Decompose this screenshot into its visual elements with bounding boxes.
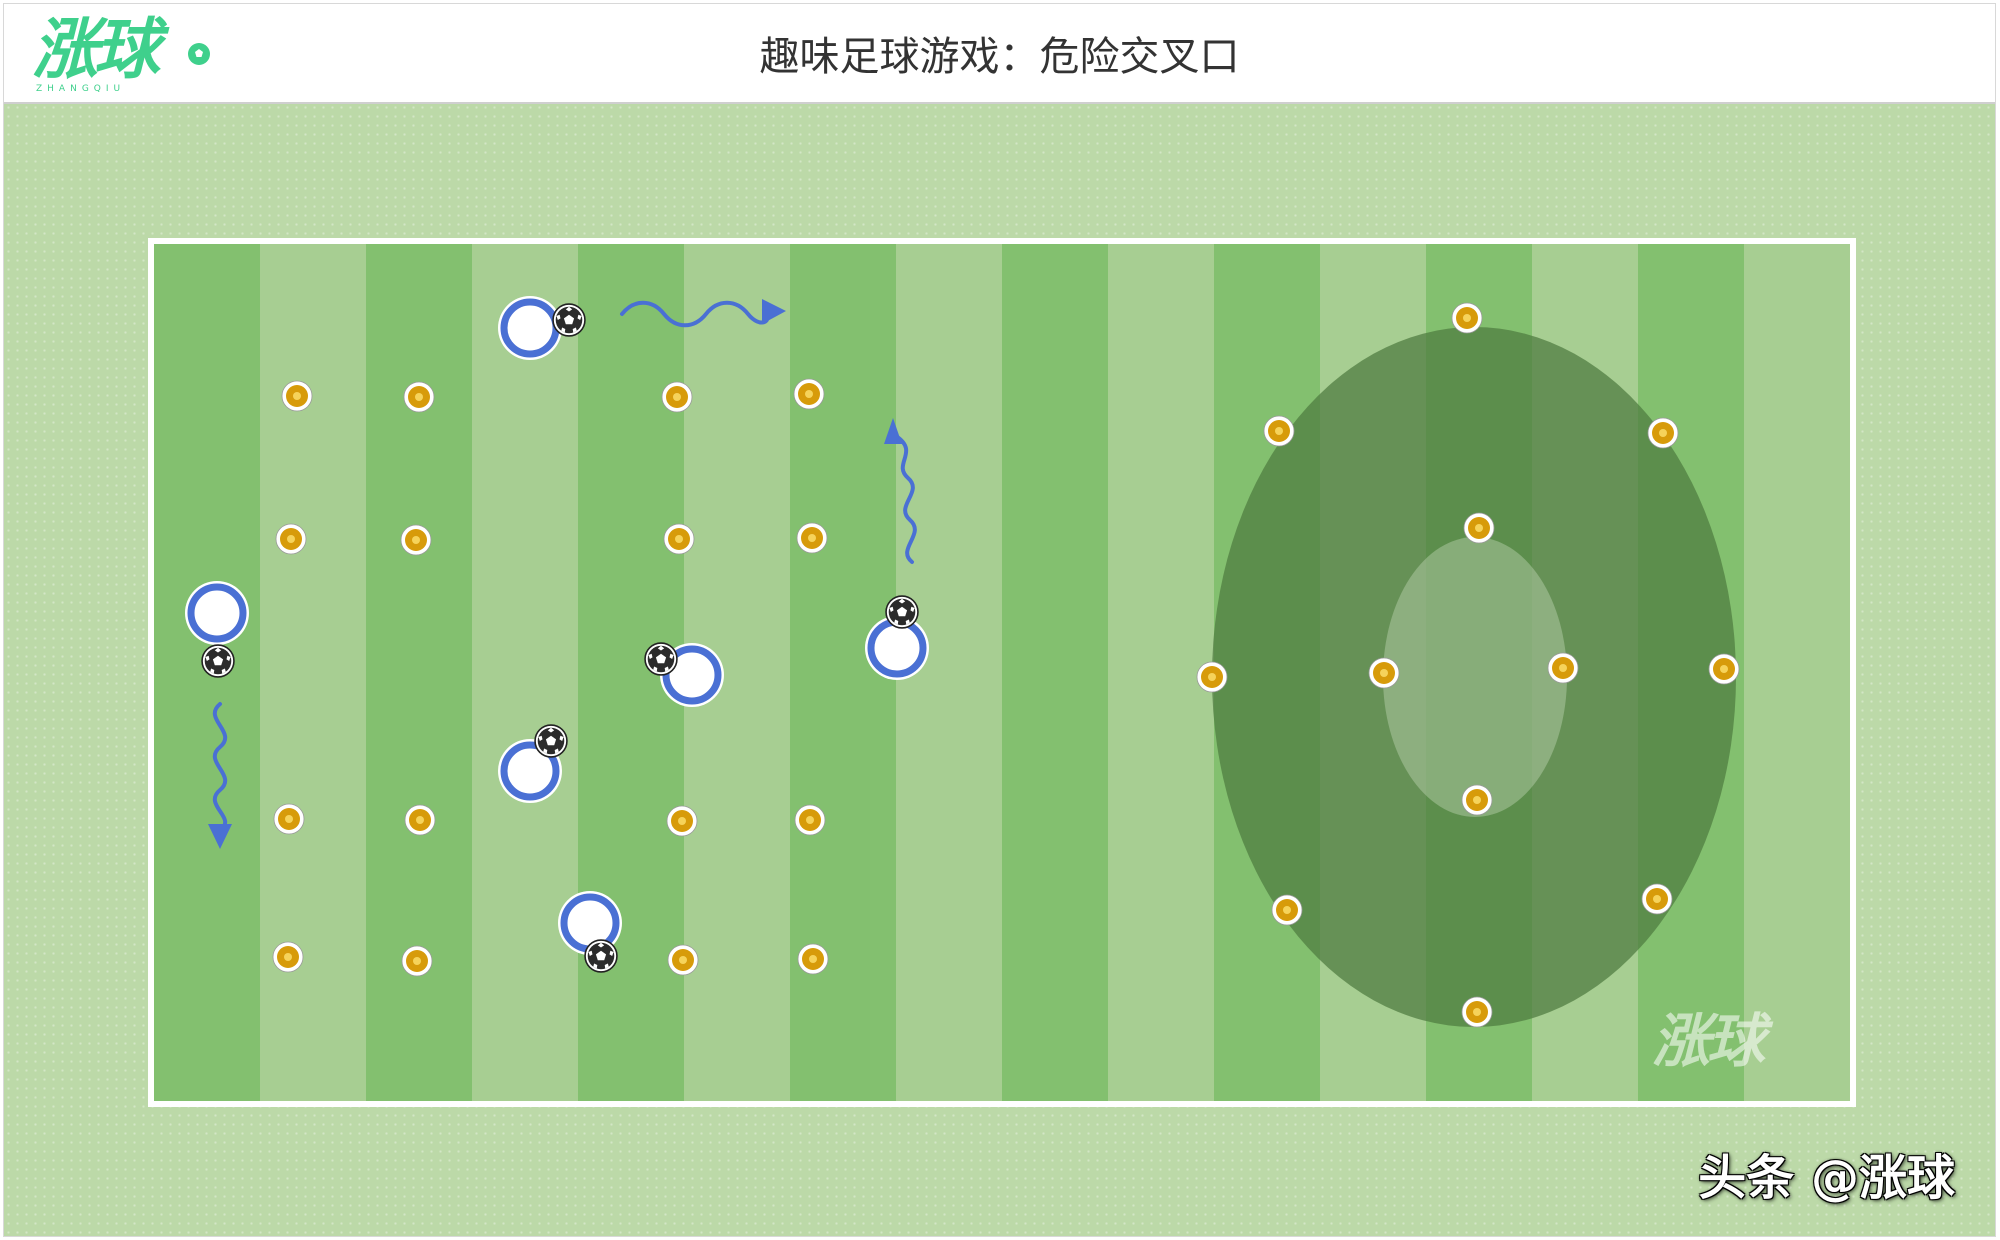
cone-marker-icon: [1708, 653, 1740, 685]
page-title: 趣味足球游戏：危险交叉口: [759, 34, 1240, 80]
cone-marker-icon: [797, 943, 829, 975]
brand-logo: 涨球 ZHANGQIU: [32, 14, 222, 94]
logo-ball-icon: [188, 43, 210, 65]
watermark-logo: 涨球: [1652, 1007, 1765, 1075]
cone-marker-icon: [1263, 415, 1295, 447]
cone-marker-icon: [1271, 894, 1303, 926]
cone-marker-icon: [1463, 512, 1495, 544]
arrow-head-right: [762, 299, 786, 324]
wavy-arrow-icon: [620, 300, 770, 328]
inner-zone: [1383, 537, 1567, 817]
cone-marker-icon: [794, 804, 826, 836]
cone-marker-icon: [1451, 302, 1483, 334]
cone-marker-icon: [401, 945, 433, 977]
wavy-arrow-icon: [894, 434, 917, 564]
cone-marker-icon: [1641, 883, 1673, 915]
soccer-ball-icon: [584, 939, 618, 973]
cone-marker-icon: [273, 803, 305, 835]
cone-marker-icon: [793, 378, 825, 410]
cone-marker-icon: [1547, 652, 1579, 684]
pitch-diagram: [148, 238, 1856, 1107]
cone-marker-icon: [1461, 784, 1493, 816]
cone-marker-icon: [281, 380, 313, 412]
cone-marker-icon: [400, 524, 432, 556]
player-ring-icon: [185, 581, 249, 645]
cone-marker-icon: [663, 523, 695, 555]
player-ring-icon: [498, 296, 562, 360]
logo-text: 涨球: [32, 11, 160, 88]
header-bar: 涨球 ZHANGQIU 趣味足球游戏：危险交叉口: [4, 4, 1995, 104]
cone-marker-icon: [404, 804, 436, 836]
soccer-ball-icon: [644, 642, 678, 676]
source-credit: 头条 @涨球: [1698, 1150, 1955, 1206]
dribble-arrows: [212, 300, 917, 832]
field-boundary: [148, 238, 1856, 1107]
logo-subtext: ZHANGQIU: [36, 84, 126, 94]
cone-marker-icon: [1196, 661, 1228, 693]
soccer-ball-icon: [885, 595, 919, 629]
cone-marker-icon: [272, 941, 304, 973]
cone-marker-icon: [667, 944, 699, 976]
cone-marker-icon: [275, 523, 307, 555]
soccer-ball-icon: [201, 644, 235, 678]
soccer-ball-icon: [534, 724, 568, 758]
wavy-arrow-icon: [212, 702, 228, 832]
cone-marker-icon: [1647, 417, 1679, 449]
outer-zone: [1212, 327, 1736, 1027]
cone-marker-icon: [1368, 657, 1400, 689]
cone-marker-icon: [403, 381, 435, 413]
cone-marker-icon: [661, 381, 693, 413]
arrow-heads: [208, 299, 902, 849]
cone-marker-icon: [666, 805, 698, 837]
cone-marker-icon: [1461, 996, 1493, 1028]
soccer-ball-icon: [552, 303, 586, 337]
arrow-head-up: [884, 418, 902, 444]
cone-marker-icon: [796, 522, 828, 554]
arrow-head-down: [208, 824, 232, 849]
page-frame: 涨球 ZHANGQIU 趣味足球游戏：危险交叉口: [3, 3, 1996, 1237]
